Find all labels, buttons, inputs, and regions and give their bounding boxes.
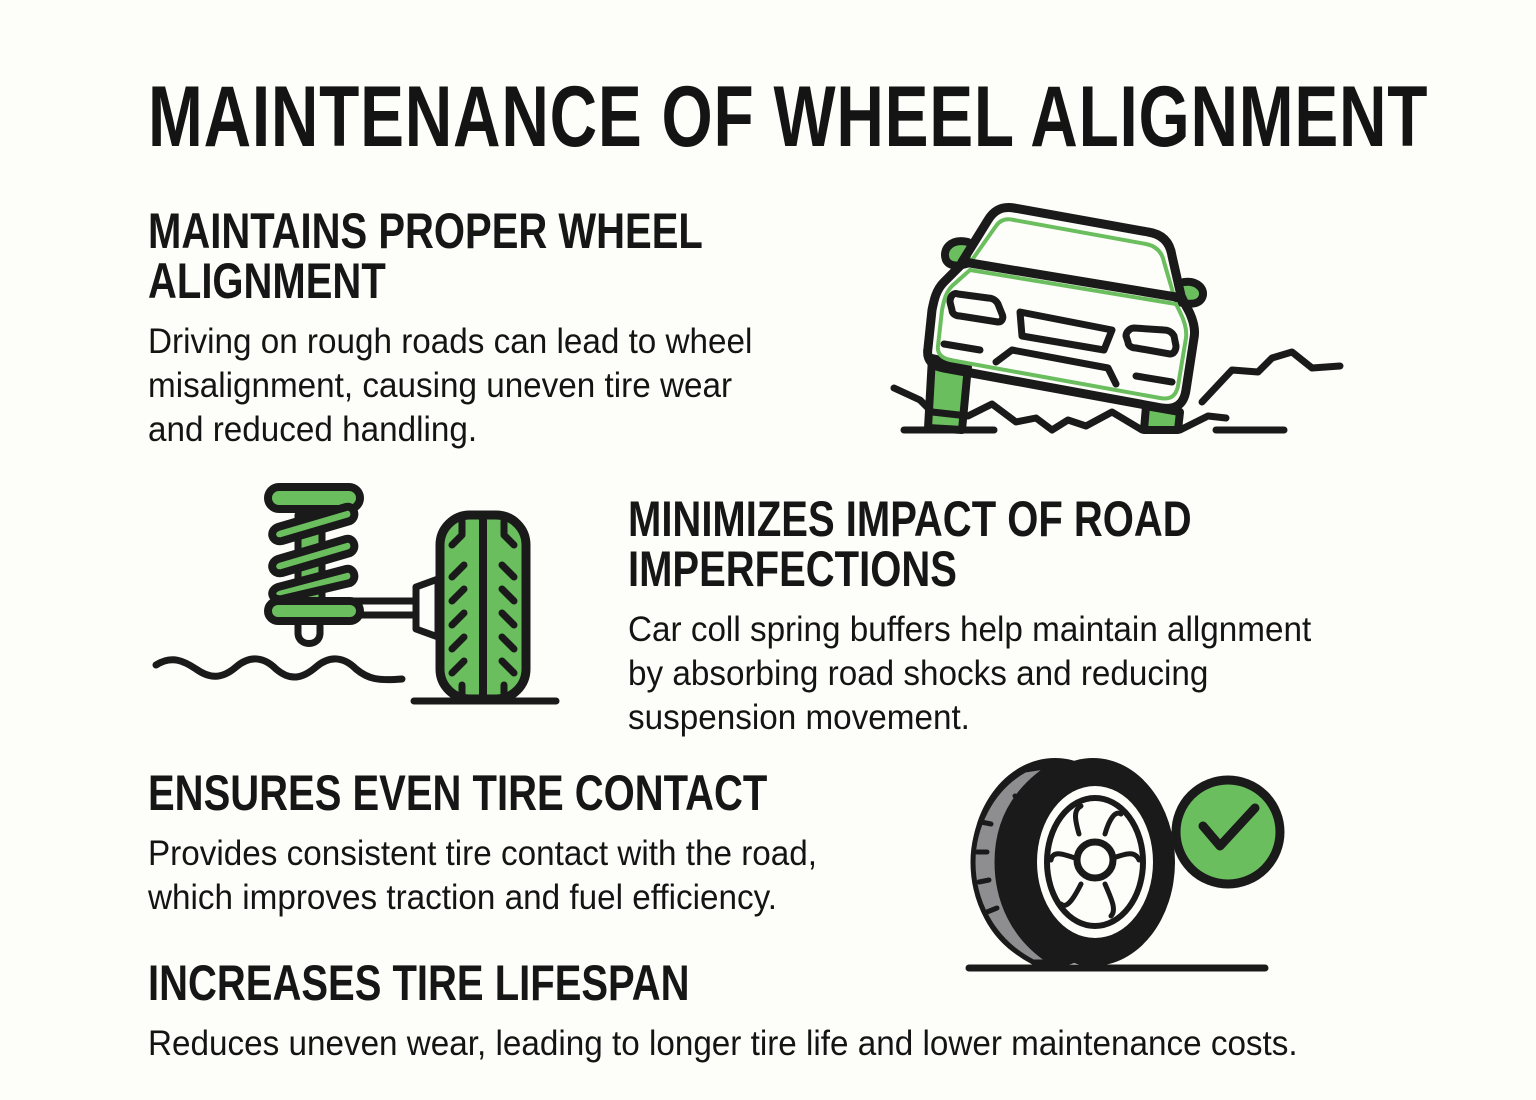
heading-line: MINIMIZES IMPACT OF ROAD <box>628 491 1192 547</box>
section-4-body: Reduces uneven wear, leading to longer t… <box>148 1022 1298 1066</box>
body-line: misalignment, causing uneven tire wear <box>148 366 733 405</box>
tire-with-checkmark-icon <box>965 758 1285 972</box>
body-line: Driving on rough roads can lead to wheel <box>148 322 753 361</box>
section-1-heading: MAINTAINS PROPER WHEEL ALIGNMENT <box>148 206 703 306</box>
coil-spring-suspension-icon <box>152 483 560 705</box>
heading-line: INCREASES TIRE LIFESPAN <box>148 955 690 1011</box>
body-line: which improves traction and fuel efficie… <box>148 878 777 917</box>
section-3-heading: ENSURES EVEN TIRE CONTACT <box>148 768 767 818</box>
section-4-heading: INCREASES TIRE LIFESPAN <box>148 958 690 1008</box>
body-line: Car coll spring buffers help maintain al… <box>628 610 1312 649</box>
car-on-rough-road-icon <box>890 203 1344 434</box>
heading-line: ALIGNMENT <box>148 253 386 309</box>
body-line: by absorbing road shocks and reducing <box>628 654 1209 693</box>
body-line: Reduces uneven wear, leading to longer t… <box>148 1024 1298 1063</box>
section-2-body: Car coll spring buffers help maintain al… <box>628 608 1311 740</box>
heading-line: MAINTAINS PROPER WHEEL <box>148 203 703 259</box>
heading-line: ENSURES EVEN TIRE CONTACT <box>148 765 768 821</box>
body-line: Provides consistent tire contact with th… <box>148 834 818 873</box>
section-1-body: Driving on rough roads can lead to wheel… <box>148 320 752 452</box>
section-2-heading: MINIMIZES IMPACT OF ROAD IMPERFECTIONS <box>628 494 1192 594</box>
page-title: MAINTENANCE OF WHEEL ALIGNMENT <box>148 69 1429 165</box>
body-line: suspension movement. <box>628 698 970 737</box>
body-line: and reduced handling. <box>148 410 478 449</box>
section-3-body: Provides consistent tire contact with th… <box>148 832 817 920</box>
heading-line: IMPERFECTIONS <box>628 541 957 597</box>
